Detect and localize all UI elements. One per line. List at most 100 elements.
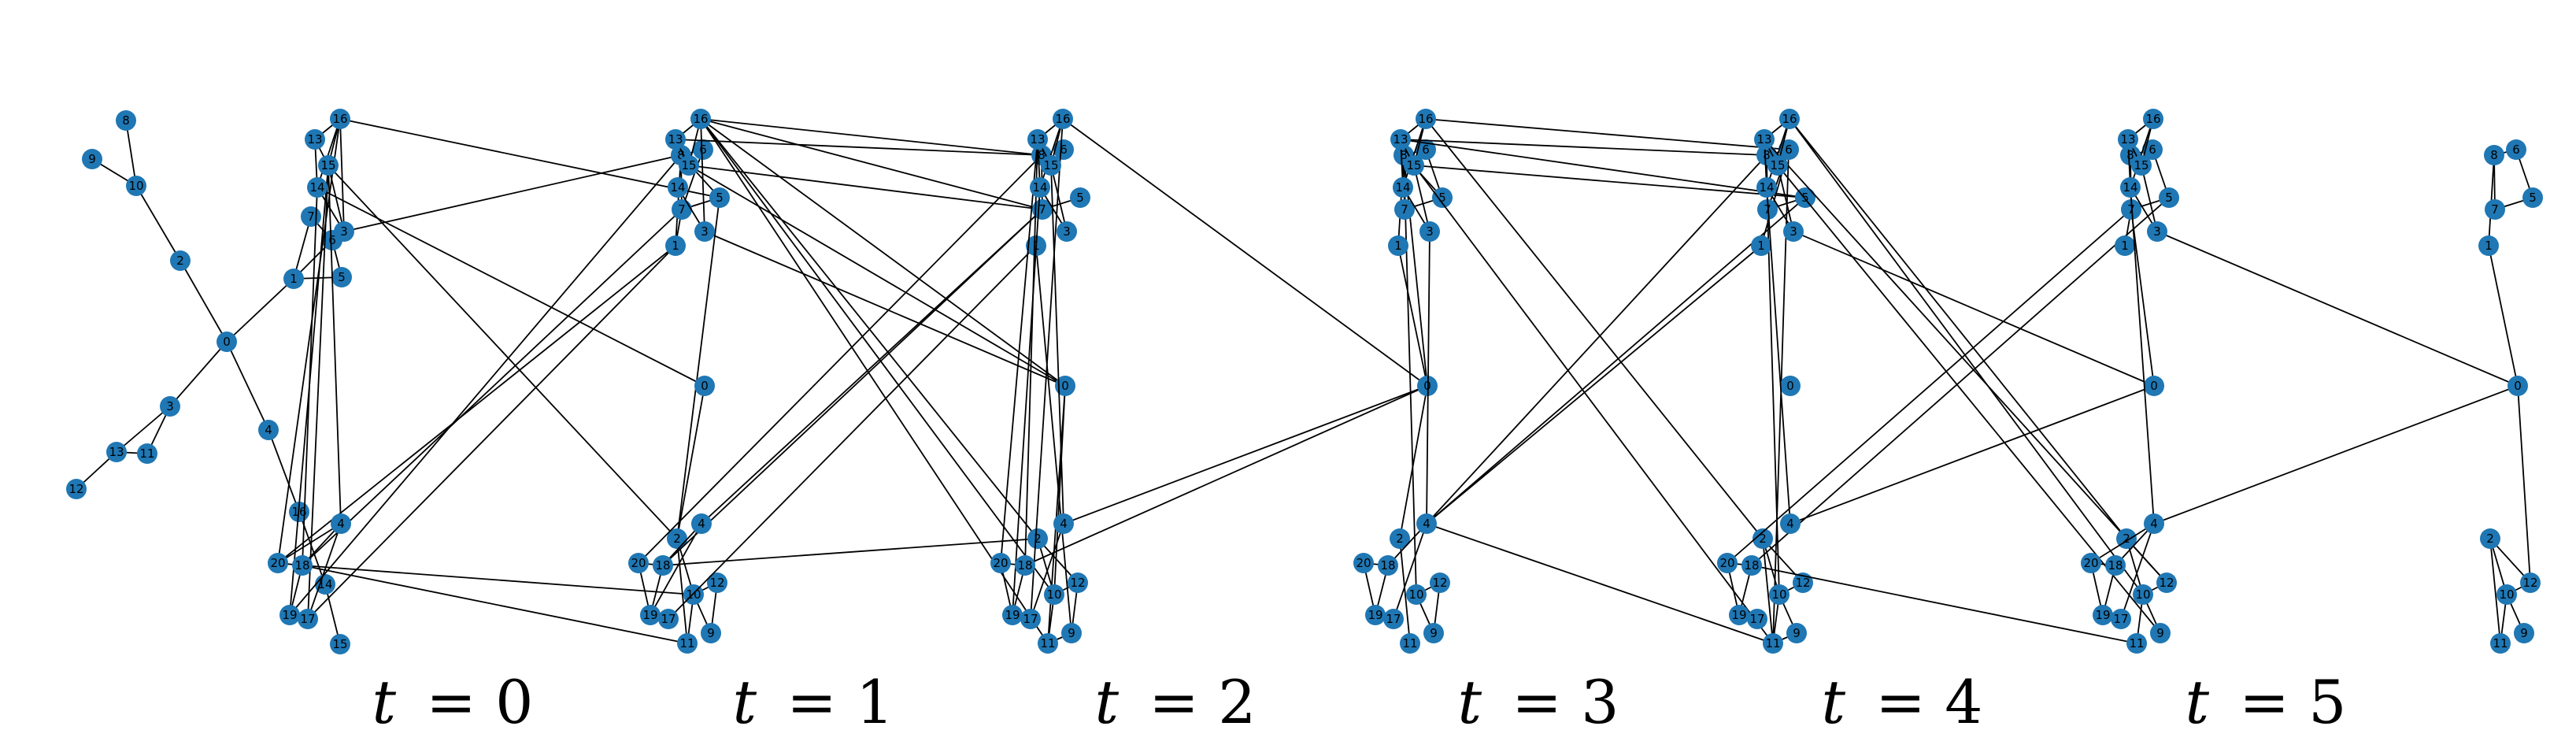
panel-t3-node-10: 10 — [1769, 584, 1790, 605]
panel-t3-edge-13-8 — [1400, 139, 1767, 156]
panel-t3-node-13: 13 — [1390, 129, 1411, 150]
original-edge-4-16 — [268, 429, 300, 513]
panel-t2-node-19: 19 — [1002, 605, 1023, 625]
panel-t0-edge-15-3 — [328, 165, 345, 232]
panel-t3-node-18-label: 18 — [1380, 558, 1395, 573]
panel-t3-edge-4-17 — [1393, 523, 1427, 620]
panel-t3-node-13-marker — [1390, 129, 1411, 150]
panel-t5-node-5-label: 5 — [2529, 191, 2537, 205]
panel-t5-node-3-label: 3 — [2153, 224, 2161, 239]
panel-t5-node-16-marker — [2143, 109, 2163, 129]
original-node-12: 12 — [66, 479, 87, 499]
panel-t0-node-15-label: 15 — [320, 158, 335, 172]
panel-t0-node-4-label: 4 — [337, 517, 345, 531]
panel-t0-edge-20-4 — [277, 523, 342, 564]
panel-t4-node-10-label: 10 — [2135, 587, 2150, 602]
panel-t4-node-12: 12 — [2156, 573, 2177, 593]
panel-t1-node-20: 20 — [628, 553, 649, 573]
panel-t2-node-19-marker — [1002, 605, 1023, 625]
panel-t5-node-15-marker — [2131, 155, 2152, 176]
panel-t5-node-6: 6 — [2506, 139, 2526, 160]
panel-t5-node-5-marker — [2522, 187, 2543, 208]
panel-t2-node-7-label: 7 — [1401, 202, 1408, 217]
panel-t3-edge-7-10 — [1767, 209, 1780, 595]
panel-t5-node-16: 16 — [2143, 109, 2163, 129]
original-node-4: 4 — [258, 420, 279, 440]
panel-t3-node-9: 9 — [1786, 623, 1807, 643]
panel-t2-node-9-label: 9 — [1430, 626, 1438, 640]
original-node-15-marker — [330, 634, 350, 654]
panel-t4-node-3-label: 3 — [1790, 224, 1797, 239]
panel-t1-node-11-marker — [1038, 633, 1058, 654]
panel-t1-node-6: 6 — [1053, 139, 1074, 160]
panel-t3-node-10-label: 10 — [1771, 587, 1786, 602]
panel-t4-node-20-label: 20 — [1719, 556, 1734, 570]
panel-t3-node-4: 4 — [1416, 513, 1437, 534]
panel-t1-node-10-label: 10 — [1046, 587, 1061, 602]
original-node-4-label: 4 — [265, 423, 272, 437]
panel-t3-node-19: 19 — [1365, 605, 1386, 625]
panel-t1-label-eq: = 1 — [768, 667, 894, 737]
panel-t4-node-6-label: 6 — [2149, 143, 2156, 157]
panel-t5-node-14-marker — [2120, 177, 2141, 198]
panel-t5-node-4: 4 — [2144, 513, 2164, 534]
panel-t4-node-15-marker — [1767, 155, 1788, 176]
original-node-10: 10 — [126, 176, 146, 196]
panel-t5-node-1: 1 — [2478, 235, 2499, 256]
panel-t2-node-2-label: 2 — [1396, 532, 1404, 546]
panel-t3-edge-15-11 — [1413, 165, 1774, 644]
panel-t4-node-11: 11 — [2126, 633, 2147, 654]
panel-t5-node-2: 2 — [2480, 528, 2500, 549]
original-node-15: 15 — [330, 634, 350, 654]
panel-t5-node-13-label: 13 — [2120, 132, 2135, 146]
panel-t3-node-18: 18 — [1378, 555, 1398, 576]
panel-t4-node-20-marker — [1717, 553, 1738, 573]
panel-t3-node-16-label: 16 — [1418, 112, 1433, 126]
panel-t2-edge-4-17 — [1030, 523, 1064, 620]
panel-t5-node-11: 11 — [2490, 633, 2511, 654]
panel-t4-edge-14-16 — [1766, 118, 1790, 188]
panel-t5-node-0: 0 — [2508, 376, 2528, 396]
original-node-2-label: 2 — [176, 254, 184, 268]
panel-t3-edge-8-4 — [1426, 154, 1767, 524]
panel-t4-node-0-label: 0 — [2150, 379, 2158, 393]
panel-t4-edge-5-18 — [1751, 197, 2170, 566]
panel-t3-node-7: 7 — [1757, 199, 1778, 220]
panel-t0-edge-1-17 — [307, 245, 676, 620]
panel-t2-node-6-marker — [1416, 139, 1436, 160]
panel-t5-node-2-label: 2 — [2486, 532, 2494, 546]
panel-t2-node-1-label: 1 — [1394, 239, 1402, 253]
original-node-9: 9 — [82, 149, 102, 169]
panel-t1-node-16-marker — [690, 109, 711, 129]
panel-t3-node-3: 3 — [1419, 221, 1440, 242]
panel-t5-node-13: 13 — [2118, 129, 2138, 150]
panel-t1-node-13-marker — [665, 129, 686, 150]
panel-t5-node-19-marker — [2093, 605, 2113, 625]
panel-t2-node-16-label: 16 — [1055, 112, 1070, 126]
panel-t3-node-12-label: 12 — [1795, 576, 1810, 590]
panel-t1-edge-16-11 — [700, 118, 1049, 644]
panel-t1-node-10-marker — [1044, 584, 1064, 605]
panel-t0-edge-16-3 — [339, 118, 345, 232]
panel-t1-edge-15-0 — [688, 165, 1066, 387]
panel-t0-edge-15-2 — [328, 165, 678, 539]
panel-t2-node-15-marker — [1041, 155, 1061, 176]
panel-t3-node-7-marker — [1757, 199, 1778, 220]
panel-t5-label: t = 5 — [2186, 667, 2347, 737]
panel-t4-edge-3-0 — [1793, 231, 2155, 387]
panel-t0-edge-18-11 — [302, 565, 688, 644]
panel-t0-edge-1-20 — [277, 245, 676, 564]
panel-t0-node-15: 15 — [318, 155, 339, 176]
panel-t1-node-19-label: 19 — [642, 608, 657, 622]
panel-t0-node-12: 12 — [707, 573, 727, 593]
panel-t1-node-0: 0 — [1055, 376, 1075, 396]
panel-t5-label-var: t — [2186, 667, 2210, 737]
panel-t4-node-9: 9 — [2150, 623, 2171, 643]
panel-t4-node-15: 15 — [1767, 155, 1788, 176]
panel-t1-node-14-marker — [668, 177, 688, 198]
panel-t2-node-3: 3 — [1057, 221, 1077, 242]
panel-t3-node-2-marker — [1752, 528, 1773, 549]
original-node-6-label: 6 — [328, 233, 336, 247]
panel-t1-label-var: t — [733, 667, 757, 737]
